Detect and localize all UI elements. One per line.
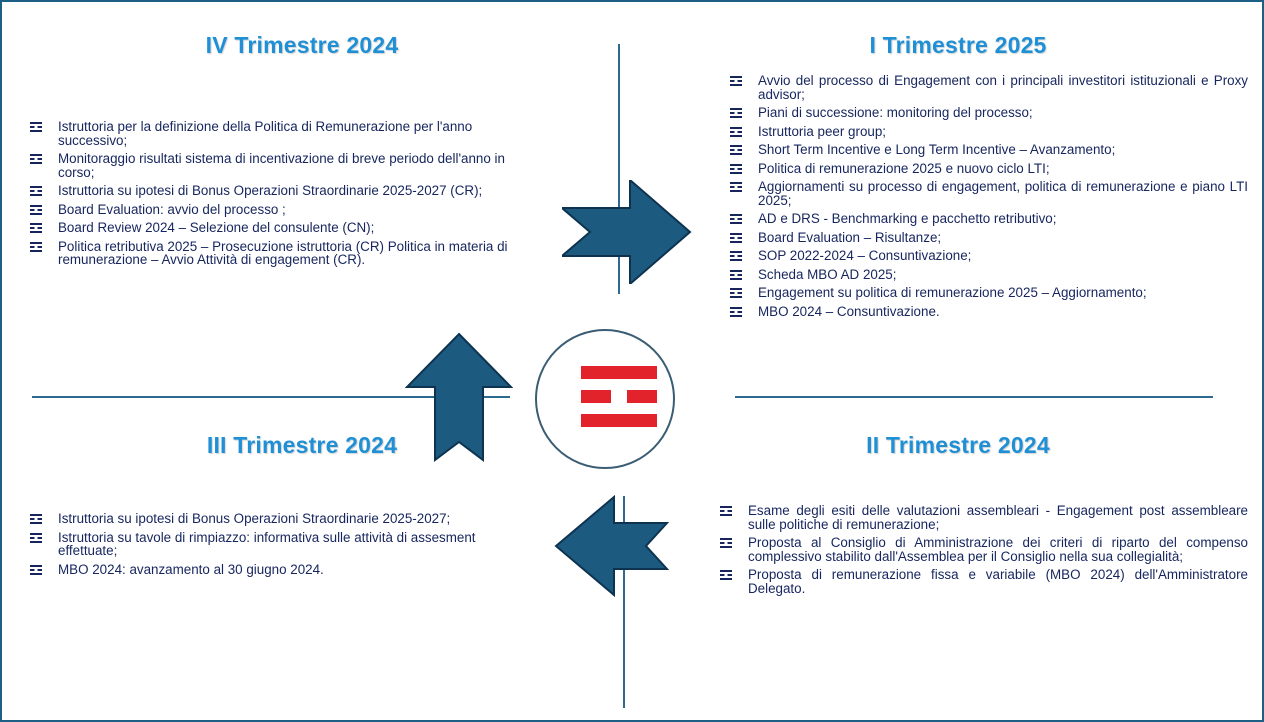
tim-logo-bullet-icon: [30, 204, 42, 215]
list-item-text: Scheda MBO AD 2025;: [758, 266, 897, 282]
quadrant-list-q3-2024: Istruttoria su ipotesi di Bonus Operazio…: [30, 512, 508, 581]
list-item-text: Avvio del processo di Engagement con i p…: [758, 73, 1248, 102]
tim-logo-bullet-icon: [730, 251, 742, 261]
tim-logo-bullet-icon: [730, 306, 742, 317]
list-item-text: Board Evaluation – Risultanze;: [758, 229, 942, 245]
tim-logo-bullet-icon: [720, 570, 732, 580]
tim-logo-bullet-icon: [730, 76, 742, 86]
list-item: Proposta di remunerazione fissa e variab…: [720, 568, 1248, 595]
list-item-text: MBO 2024: avanzamento al 30 giugno 2024.: [58, 561, 324, 577]
tim-logo-bullet-icon: [30, 223, 42, 233]
list-item-text: MBO 2024 – Consuntivazione.: [758, 303, 940, 319]
list-item-text: AD e DRS - Benchmarking e pacchetto retr…: [758, 211, 1057, 226]
list-item: Piani di successione: monitoring del pro…: [730, 106, 1248, 120]
divider-top: [618, 44, 620, 294]
tim-logo-bullet-icon: [730, 232, 742, 243]
list-item: MBO 2024 – Consuntivazione.: [730, 303, 1248, 319]
logo-bar: [581, 366, 657, 379]
list-item-text: Istruttoria per la definizione della Pol…: [58, 119, 473, 148]
tim-logo-bullet-icon: [730, 288, 742, 298]
list-item: MBO 2024: avanzamento al 30 giugno 2024.: [30, 561, 508, 577]
list-item: Proposta al Consiglio di Amministrazione…: [720, 536, 1248, 563]
tim-logo-bullet-icon: [720, 506, 732, 516]
tim-logo-icon: [535, 329, 675, 469]
quadrant-list-q1-2025: Avvio del processo di Engagement con i p…: [730, 74, 1248, 323]
list-item: Monitoraggio risultati sistema di incent…: [30, 152, 508, 179]
list-item: Avvio del processo di Engagement con i p…: [730, 74, 1248, 101]
tim-logo-bullet-icon: [30, 532, 42, 543]
list-item: AD e DRS - Benchmarking e pacchetto retr…: [730, 212, 1248, 226]
quadrant-list-q4-2024: Istruttoria per la definizione della Pol…: [30, 120, 508, 272]
quadrant-title-q4-2024: IV Trimestre 2024: [205, 32, 399, 58]
list-item-text: Engagement su politica di remunerazione …: [758, 285, 1147, 300]
tim-logo-bullet-icon: [730, 163, 742, 174]
tim-logo-bullet-icon: [30, 122, 42, 132]
quadrant-list-q2-2024: Esame degli esiti delle valutazioni asse…: [720, 504, 1248, 600]
tim-logo-bullet-icon: [30, 514, 42, 524]
divider-left: [32, 396, 510, 398]
list-item: Short Term Incentive e Long Term Incenti…: [730, 143, 1248, 157]
arrow-left-icon: [554, 495, 669, 597]
list-item: Esame degli esiti delle valutazioni asse…: [720, 504, 1248, 531]
list-item-text: Aggiornamenti su processo di engagement,…: [758, 179, 1248, 208]
list-item: Politica retributiva 2025 – Prosecuzione…: [30, 238, 508, 267]
tim-logo-bullet-icon: [730, 269, 742, 280]
logo-bar: [581, 390, 611, 403]
quadrant-title-q3-2024: III Trimestre 2024: [206, 432, 398, 458]
tim-logo-bullet-icon: [730, 214, 742, 224]
list-item-text: Istruttoria su ipotesi di Bonus Operazio…: [58, 183, 483, 198]
list-item-text: Esame degli esiti delle valutazioni asse…: [748, 503, 1248, 532]
tim-logo-bullet-icon: [30, 564, 42, 575]
list-item: Board Evaluation: avvio del processo ;: [30, 201, 508, 217]
list-item-text: Istruttoria su tavole di rimpiazzo: info…: [58, 529, 476, 558]
arrow-up-icon: [405, 332, 513, 462]
logo-bar: [627, 390, 657, 403]
list-item-text: SOP 2022-2024 – Consuntivazione;: [758, 248, 972, 263]
list-item: Scheda MBO AD 2025;: [730, 266, 1248, 282]
list-item-text: Short Term Incentive e Long Term Incenti…: [758, 142, 1116, 157]
quadrant-title-q1-2025: I Trimestre 2025: [869, 32, 1047, 58]
list-item: SOP 2022-2024 – Consuntivazione;: [730, 249, 1248, 263]
quadrant-title-q2-2024: II Trimestre 2024: [866, 432, 1050, 458]
list-item: Engagement su politica di remunerazione …: [730, 286, 1248, 300]
logo-bar: [581, 414, 657, 427]
tim-logo-bullet-icon: [30, 241, 42, 252]
list-item: Aggiornamenti su processo di engagement,…: [730, 180, 1248, 207]
list-item-text: Monitoraggio risultati sistema di incent…: [58, 151, 505, 180]
list-item: Istruttoria su tavole di rimpiazzo: info…: [30, 529, 508, 558]
arrow-right-icon: [562, 180, 692, 284]
tim-logo-bullet-icon: [730, 145, 742, 155]
list-item: Board Review 2024 – Selezione del consul…: [30, 221, 508, 235]
list-item: Istruttoria su ipotesi di Bonus Operazio…: [30, 184, 508, 198]
list-item-text: Proposta di remunerazione fissa e variab…: [748, 567, 1248, 596]
list-item-text: Proposta al Consiglio di Amministrazione…: [748, 535, 1248, 564]
list-item-text: Board Review 2024 – Selezione del consul…: [58, 220, 375, 235]
tim-logo-bullet-icon: [720, 538, 732, 548]
list-item-text: Politica retributiva 2025 – Prosecuzione…: [58, 238, 508, 267]
list-item-text: Istruttoria peer group;: [758, 123, 887, 139]
tim-logo-bullet-icon: [730, 108, 742, 118]
list-item-text: Istruttoria su ipotesi di Bonus Operazio…: [58, 511, 451, 526]
list-item: Istruttoria per la definizione della Pol…: [30, 120, 508, 147]
divider-right: [735, 396, 1213, 398]
tim-logo-bullet-icon: [30, 154, 42, 164]
divider-bottom: [623, 496, 625, 708]
list-item: Board Evaluation – Risultanze;: [730, 229, 1248, 245]
list-item-text: Board Evaluation: avvio del processo ;: [58, 201, 286, 217]
list-item: Istruttoria su ipotesi di Bonus Operazio…: [30, 512, 508, 526]
list-item: Istruttoria peer group;: [730, 123, 1248, 139]
tim-logo-bullet-icon: [30, 186, 42, 196]
list-item-text: Politica di remunerazione 2025 e nuovo c…: [758, 160, 1050, 176]
list-item-text: Piani di successione: monitoring del pro…: [758, 105, 1033, 120]
list-item: Politica di remunerazione 2025 e nuovo c…: [730, 160, 1248, 176]
tim-logo-bullet-icon: [730, 182, 742, 192]
tim-logo-bullet-icon: [730, 126, 742, 137]
